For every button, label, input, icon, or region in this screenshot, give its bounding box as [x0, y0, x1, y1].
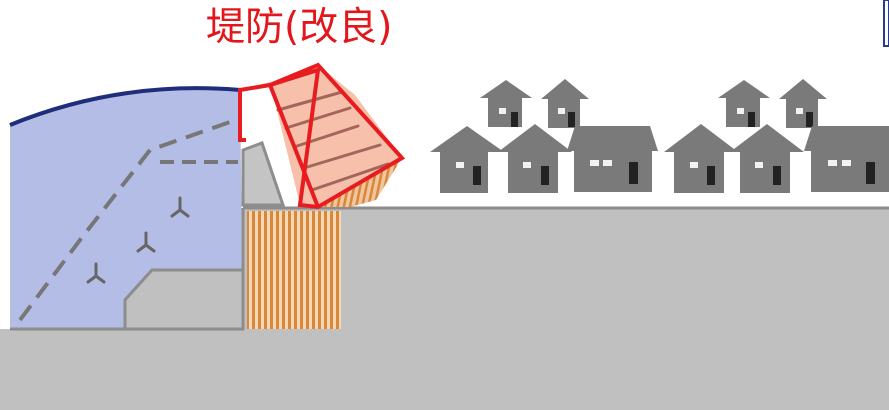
- house-icon: [541, 79, 589, 128]
- channel-bank: [123, 268, 245, 331]
- house-icon: [567, 126, 658, 192]
- house-icon: [430, 126, 504, 193]
- ground-band: [0, 329, 889, 410]
- house-icon: [718, 80, 770, 127]
- corner-marker: [883, 0, 889, 47]
- landside-ground: [243, 208, 889, 329]
- levee-core: [241, 141, 286, 207]
- house-icon: [480, 80, 532, 127]
- levee-improvement-outline: [238, 62, 406, 210]
- levee-stripes: [276, 90, 390, 192]
- house-icon: [804, 126, 889, 192]
- house-icon: [730, 124, 804, 193]
- tree-icon: [86, 262, 106, 284]
- former-levee-outline: [18, 120, 231, 322]
- house-icon: [498, 124, 572, 193]
- house-icon: [779, 79, 827, 128]
- water-surface-line: [9, 86, 241, 127]
- levee-improvement-left-edge: [238, 90, 246, 142]
- pile-wall: [247, 211, 341, 329]
- levee-improvement-front-edge: [268, 84, 320, 208]
- tree-icon: [170, 196, 190, 218]
- title-label: 堤防(改良): [206, 5, 393, 50]
- house-icon: [664, 124, 738, 193]
- tree-icon: [136, 231, 156, 253]
